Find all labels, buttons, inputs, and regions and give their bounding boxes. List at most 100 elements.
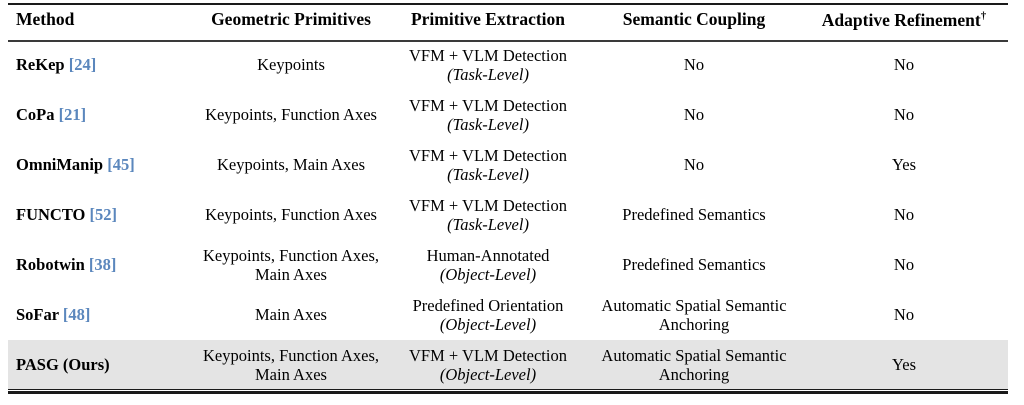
cell-geometric-primitives: Keypoints, Function Axes, Main Axes bbox=[194, 240, 388, 290]
method-citation-link[interactable]: [45] bbox=[107, 155, 135, 175]
table-row: PASG (Ours) Keypoints, Function Axes, Mai… bbox=[8, 340, 1008, 390]
primitive-extraction-level: (Task-Level) bbox=[447, 115, 529, 134]
column-header-semantic-coupling-label: Semantic Coupling bbox=[622, 9, 766, 30]
method-name: CoPa bbox=[16, 105, 55, 125]
cell-geometric-primitives: Keypoints, Function Axes bbox=[194, 190, 388, 240]
adaptive-refinement-value: Yes bbox=[891, 155, 916, 175]
comparison-table-container: Method Geometric Primitives Primitive Ex… bbox=[8, 0, 1008, 394]
table-row: SoFar [48] Main Axes Predefined Orientatio… bbox=[8, 290, 1008, 340]
cell-method: PASG (Ours) bbox=[8, 340, 194, 390]
cell-semantic-coupling: No bbox=[588, 90, 800, 140]
method-citation-link[interactable]: [38] bbox=[88, 255, 117, 275]
method-citation-link[interactable]: [24] bbox=[68, 55, 97, 75]
cell-primitive-extraction: VFM + VLM Detection(Task-Level) bbox=[388, 140, 588, 190]
adaptive-refinement-value: No bbox=[893, 105, 915, 125]
method-name: Robotwin bbox=[16, 255, 85, 275]
cell-semantic-coupling: No bbox=[588, 140, 800, 190]
primitive-extraction-method: VFM + VLM Detection bbox=[409, 95, 567, 115]
semantic-coupling-value: Automatic Spatial Semantic Anchoring bbox=[601, 345, 787, 384]
cell-adaptive-refinement: Yes bbox=[800, 140, 1008, 190]
cell-primitive-extraction: VFM + VLM Detection(Task-Level) bbox=[388, 190, 588, 240]
geometric-primitives-value: Keypoints, Main Axes bbox=[216, 155, 366, 175]
cell-method: Robotwin [38] bbox=[8, 240, 194, 290]
primitive-extraction-method: Predefined Orientation bbox=[412, 295, 564, 315]
method-name: ReKep bbox=[16, 55, 65, 75]
column-header-adaptive-refinement-label: Adaptive Refinement bbox=[821, 9, 981, 30]
column-header-adaptive-refinement: Adaptive Refinement† bbox=[800, 0, 1008, 40]
cell-method: CoPa [21] bbox=[8, 90, 194, 140]
method-name: OmniManip bbox=[16, 155, 104, 175]
cell-geometric-primitives: Main Axes bbox=[194, 290, 388, 340]
primitive-extraction-method: VFM + VLM Detection bbox=[409, 195, 567, 215]
table-header: Method Geometric Primitives Primitive Ex… bbox=[8, 0, 1008, 40]
method-citation-link[interactable]: [52] bbox=[89, 205, 118, 225]
cell-method: FUNCTO [52] bbox=[8, 190, 194, 240]
method-comparison-table: Method Geometric Primitives Primitive Ex… bbox=[8, 0, 1008, 390]
primitive-extraction-level: (Task-Level) bbox=[447, 215, 529, 234]
header-row: Method Geometric Primitives Primitive Ex… bbox=[8, 0, 1008, 40]
primitive-extraction-method: VFM + VLM Detection bbox=[409, 45, 567, 65]
cell-semantic-coupling: No bbox=[588, 40, 800, 90]
table-header-rule bbox=[8, 40, 1008, 42]
adaptive-refinement-value: No bbox=[893, 305, 915, 325]
cell-geometric-primitives: Keypoints, Main Axes bbox=[194, 140, 388, 190]
column-header-semantic-coupling: Semantic Coupling bbox=[588, 0, 800, 40]
column-header-method-label: Method bbox=[16, 9, 75, 30]
primitive-extraction-method: VFM + VLM Detection bbox=[409, 345, 567, 365]
primitive-extraction-level: (Object-Level) bbox=[439, 365, 537, 384]
column-header-primitive-extraction: Primitive Extraction bbox=[388, 0, 588, 40]
primitive-extraction-method: Human-Annotated bbox=[426, 245, 550, 265]
cell-primitive-extraction: Human-Annotated(Object-Level) bbox=[388, 240, 588, 290]
method-citation-link[interactable]: [21] bbox=[58, 105, 87, 125]
primitive-extraction-level: (Task-Level) bbox=[447, 165, 529, 184]
adaptive-refinement-value: No bbox=[893, 255, 915, 275]
cell-geometric-primitives: Keypoints, Function Axes, Main Axes bbox=[194, 340, 388, 390]
column-header-primitive-extraction-label: Primitive Extraction bbox=[410, 9, 566, 30]
adaptive-refinement-value: No bbox=[893, 205, 915, 225]
semantic-coupling-value: Predefined Semantics bbox=[622, 255, 766, 275]
cell-adaptive-refinement: No bbox=[800, 290, 1008, 340]
semantic-coupling-value: Automatic Spatial Semantic Anchoring bbox=[601, 295, 787, 334]
cell-semantic-coupling: Automatic Spatial Semantic Anchoring bbox=[588, 290, 800, 340]
cell-semantic-coupling: Automatic Spatial Semantic Anchoring bbox=[588, 340, 800, 390]
cell-adaptive-refinement: No bbox=[800, 190, 1008, 240]
primitive-extraction-level: (Task-Level) bbox=[447, 65, 529, 84]
cell-method: SoFar [48] bbox=[8, 290, 194, 340]
adaptive-refinement-value: Yes bbox=[891, 355, 916, 375]
method-name: SoFar bbox=[16, 305, 59, 325]
cell-geometric-primitives: Keypoints bbox=[194, 40, 388, 90]
geometric-primitives-value: Keypoints, Function Axes, Main Axes bbox=[203, 345, 379, 384]
cell-adaptive-refinement: No bbox=[800, 40, 1008, 90]
cell-primitive-extraction: VFM + VLM Detection(Object-Level) bbox=[388, 340, 588, 390]
geometric-primitives-value: Keypoints, Function Axes, Main Axes bbox=[203, 245, 379, 284]
dagger-footnote-marker: † bbox=[980, 9, 987, 22]
method-name: PASG (Ours) bbox=[16, 355, 110, 375]
primitive-extraction-level: (Object-Level) bbox=[439, 315, 537, 334]
cell-method: OmniManip [45] bbox=[8, 140, 194, 190]
semantic-coupling-value: No bbox=[683, 155, 705, 175]
geometric-primitives-value: Keypoints, Function Axes bbox=[205, 105, 377, 125]
primitive-extraction-method: VFM + VLM Detection bbox=[409, 145, 567, 165]
column-header-geometric-primitives: Geometric Primitives bbox=[194, 0, 388, 40]
method-citation-link[interactable]: [48] bbox=[62, 305, 91, 325]
cell-adaptive-refinement: No bbox=[800, 90, 1008, 140]
geometric-primitives-value: Keypoints bbox=[257, 55, 325, 75]
table-bottom-rule-thin bbox=[8, 389, 1008, 390]
geometric-primitives-value: Main Axes bbox=[255, 305, 327, 325]
column-header-method: Method bbox=[8, 0, 194, 40]
geometric-primitives-value: Keypoints, Function Axes bbox=[205, 205, 377, 225]
cell-primitive-extraction: Predefined Orientation(Object-Level) bbox=[388, 290, 588, 340]
column-header-geometric-primitives-label: Geometric Primitives bbox=[211, 9, 371, 30]
method-name: FUNCTO bbox=[16, 205, 86, 225]
cell-adaptive-refinement: Yes bbox=[800, 340, 1008, 390]
semantic-coupling-value: No bbox=[683, 55, 705, 75]
cell-primitive-extraction: VFM + VLM Detection(Task-Level) bbox=[388, 40, 588, 90]
cell-adaptive-refinement: No bbox=[800, 240, 1008, 290]
cell-semantic-coupling: Predefined Semantics bbox=[588, 190, 800, 240]
table-top-rule bbox=[8, 3, 1008, 5]
semantic-coupling-value: No bbox=[683, 105, 705, 125]
semantic-coupling-value: Predefined Semantics bbox=[622, 205, 766, 225]
table-bottom-rule bbox=[8, 390, 1008, 394]
cell-semantic-coupling: Predefined Semantics bbox=[588, 240, 800, 290]
